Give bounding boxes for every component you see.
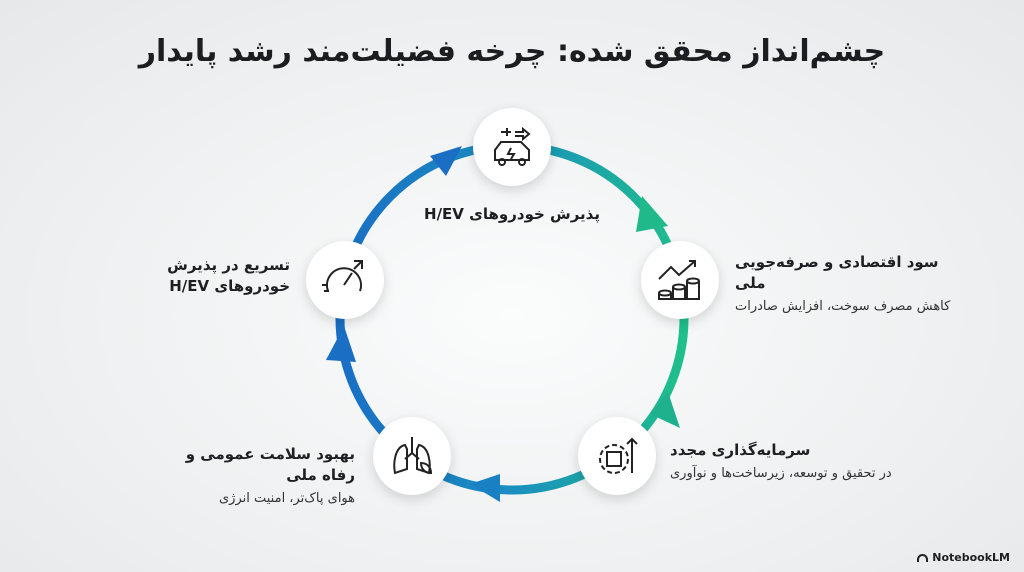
lungs-leaf-icon (393, 437, 433, 475)
arrowhead-3 (470, 474, 500, 502)
node-title: تسریع در پذیرش خودروهای H/EV (167, 256, 290, 295)
node-economic-benefit (641, 241, 719, 319)
brand-logo: NotebookLM (917, 551, 1010, 564)
node-acceleration (306, 241, 384, 319)
growth-coins-icon (658, 260, 700, 300)
node-title: سرمایه‌گذاری مجدد (670, 441, 811, 459)
node-subtitle: کاهش مصرف سوخت، افزایش صادرات (735, 299, 951, 314)
node-reinvestment (578, 417, 656, 495)
page-title: چشم‌انداز محقق شده: چرخه فضیلت‌مند رشد پ… (138, 34, 886, 69)
brand-name: NotebookLM (932, 551, 1010, 564)
arrowhead-1 (636, 196, 668, 232)
arrowhead-2 (650, 392, 680, 428)
electric-car-plug-icon (494, 126, 531, 166)
arrowhead-5 (430, 146, 462, 176)
node-subtitle: هوای پاک‌تر، امنیت انرژی (219, 491, 355, 506)
node-title: پذیرش خودروهای H/EV (424, 205, 600, 223)
node-subtitle: در تحقیق و توسعه، زیرساخت‌ها و نوآوری (670, 466, 892, 481)
gear-chip-icon (599, 437, 638, 474)
notebooklm-icon (917, 553, 929, 562)
node-title: سود اقتصادی و صرفه‌جویی ملی (735, 253, 939, 292)
speedometer-icon (322, 260, 363, 292)
node-title: بهبود سلامت عمومی و رفاه ملی (185, 445, 355, 484)
node-hev-adoption (473, 108, 551, 186)
arrowhead-4 (326, 326, 356, 362)
node-public-health (373, 417, 451, 495)
